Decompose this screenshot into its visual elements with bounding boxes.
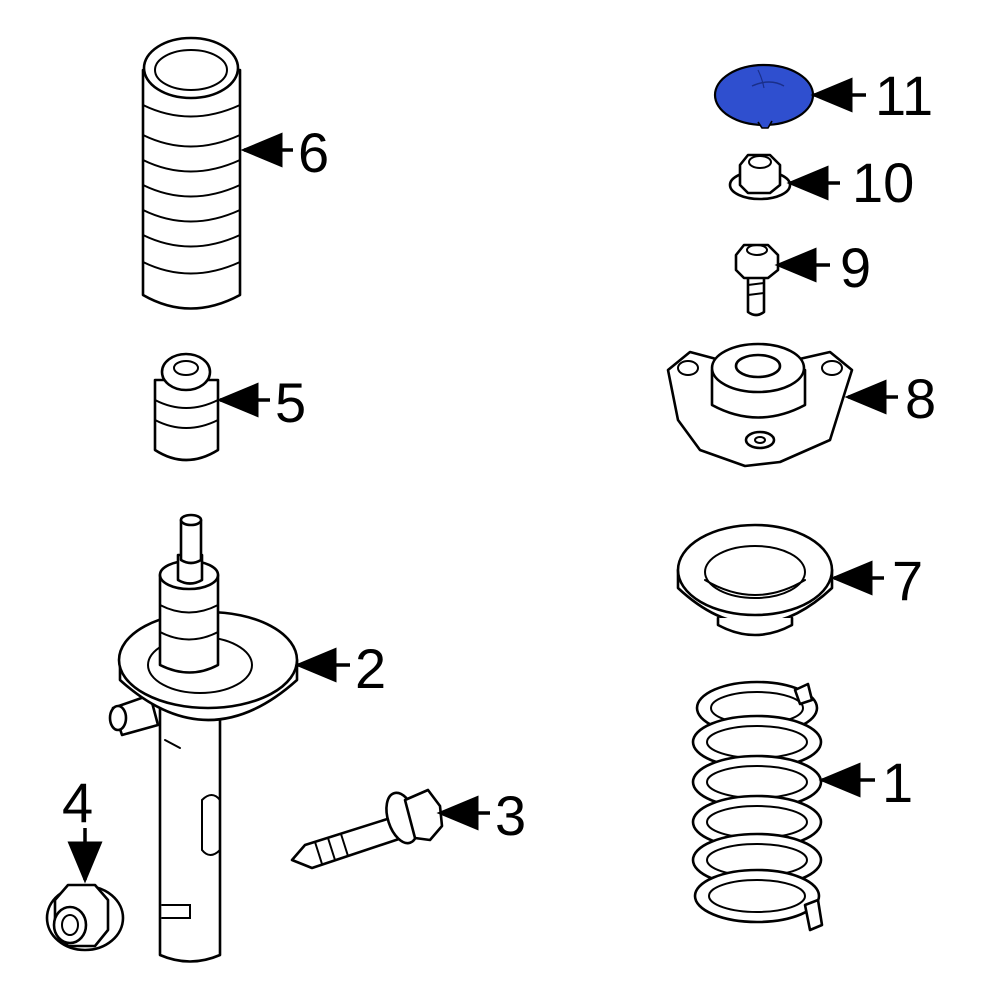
- callout-10: 10: [852, 151, 914, 214]
- part-4-nut[interactable]: [45, 883, 125, 952]
- callout-arrows: [67, 77, 898, 884]
- callout-6: 6: [298, 121, 329, 184]
- callout-4: 4: [62, 771, 93, 834]
- callout-11: 11: [875, 64, 933, 127]
- callout-1: 1: [882, 751, 913, 814]
- callout-2: 2: [355, 637, 386, 700]
- part-5-bump-stop[interactable]: [153, 352, 220, 462]
- callout-5: 5: [275, 371, 306, 434]
- callout-9: 9: [840, 236, 871, 299]
- part-10-flange-nut[interactable]: [728, 153, 792, 201]
- part-2-strut[interactable]: [108, 513, 299, 963]
- part-9-bolt[interactable]: [734, 243, 780, 317]
- part-8-strut-mount[interactable]: [666, 342, 854, 468]
- part-7-spring-seat[interactable]: [676, 523, 834, 637]
- part-11-cap[interactable]: [713, 63, 815, 129]
- part-1-coil-spring[interactable]: [691, 680, 824, 932]
- part-3-bolt[interactable]: [290, 788, 444, 870]
- callout-7: 7: [892, 549, 923, 612]
- part-6-dust-boot[interactable]: [141, 36, 242, 310]
- callout-8: 8: [905, 367, 936, 430]
- callout-3: 3: [495, 784, 526, 847]
